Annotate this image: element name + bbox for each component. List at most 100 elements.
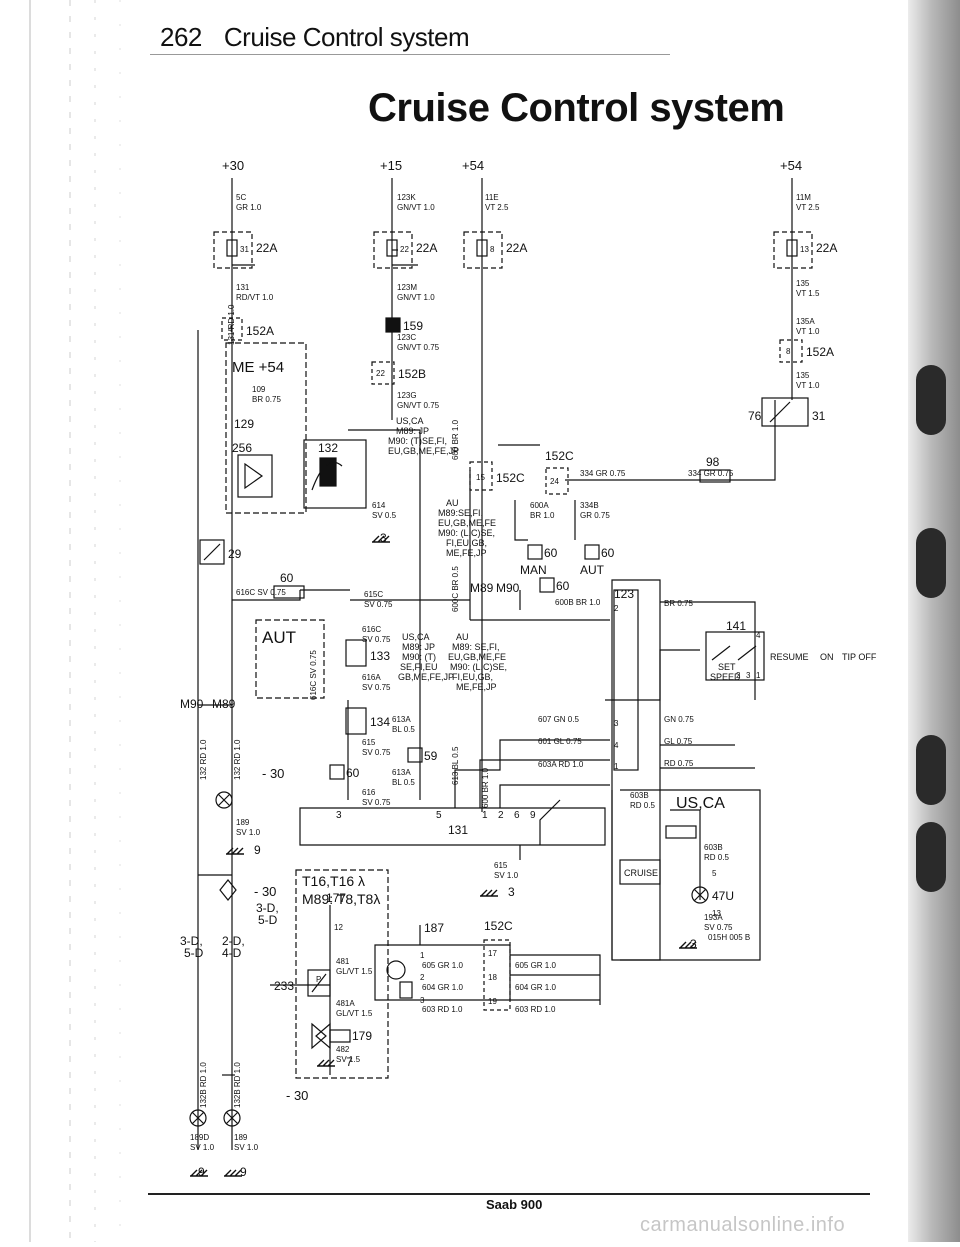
- annotation: AU: [446, 498, 459, 508]
- wire-label: 193A: [704, 913, 723, 922]
- wire-label: 613 BL 0.5: [451, 746, 460, 785]
- annotation: 5-D: [258, 913, 278, 927]
- module-256-block: [237, 454, 273, 498]
- component-label: 76: [748, 409, 762, 423]
- wire-label: 109: [252, 385, 266, 394]
- pin-label: 22: [376, 369, 385, 378]
- wire-label: 481A: [336, 999, 355, 1008]
- left-margin-scan-marks: [29, 0, 121, 1242]
- pin-label: 5: [712, 869, 717, 878]
- wire-label: SV 0.75: [362, 635, 391, 644]
- component-label: 141: [726, 619, 746, 633]
- pin-label: 24: [550, 477, 559, 486]
- wire-label: SV 0.75: [364, 600, 393, 609]
- annotation: 2: [498, 810, 504, 821]
- wire-label: GN/VT 1.0: [397, 293, 435, 302]
- pin-label: 15: [476, 473, 485, 482]
- annotation: P: [316, 975, 321, 984]
- wire-label: VT 1.0: [796, 381, 820, 390]
- component-label: 187: [424, 921, 444, 935]
- wire-label: 131: [236, 283, 250, 292]
- solenoid-icon: [311, 1022, 331, 1050]
- pin-labels: 31 22 8 13 4 8 22 15 24 17 18 19 1 2 3 4…: [228, 245, 809, 1006]
- annotation: 7: [346, 1055, 353, 1069]
- wire-label: VT 2.5: [796, 203, 820, 212]
- diode-icon: [244, 462, 264, 490]
- t16-box: [295, 869, 389, 1079]
- wire-label: 189: [236, 818, 250, 827]
- wire-label: BR 1.0: [530, 511, 555, 520]
- annotation: 9: [530, 810, 536, 821]
- annotation: 3-D,: [256, 901, 279, 915]
- annotation: AU: [456, 632, 469, 642]
- annotation: US,CA: [396, 416, 424, 426]
- wire-label: 605 GR 1.0: [422, 961, 463, 970]
- module-123-block: [613, 589, 639, 771]
- annotation: T16,T16 λ: [302, 873, 365, 889]
- component-label: 256: [232, 441, 252, 455]
- annotation: US,CA: [402, 632, 430, 642]
- switch-icon: [705, 631, 765, 681]
- annotation: 3: [336, 810, 342, 821]
- footer-rule: [148, 1193, 870, 1195]
- wire-label: 189: [234, 1133, 248, 1142]
- wire-label: 615: [494, 861, 508, 870]
- binder-hole: [916, 528, 946, 598]
- annotation: EU,GB,ME,FE: [448, 652, 506, 662]
- wire-label: SV 0.75: [362, 748, 391, 757]
- annotation: M89: [470, 581, 494, 595]
- pin-label: 2: [614, 604, 619, 613]
- annotation: M89:SE,FI,: [438, 508, 483, 518]
- annotation: FI,EU,GB,: [452, 672, 493, 682]
- wire-label: BR 0.75: [252, 395, 281, 404]
- pin-label: 18: [488, 973, 497, 982]
- wire-label: 603A RD 1.0: [538, 760, 584, 769]
- left-margin-scan: [0, 0, 140, 1242]
- component-label: 179: [352, 1029, 372, 1043]
- wire-label: VT 1.5: [796, 289, 820, 298]
- wire-label: 616: [362, 788, 376, 797]
- annotation: 1: [482, 810, 488, 821]
- wire-label: GN 0.75: [664, 715, 694, 724]
- annotation: - 30: [286, 1088, 308, 1103]
- lamp-icon: [215, 791, 233, 809]
- pin-label: 4: [614, 741, 619, 750]
- wire-label: 482: [336, 1045, 350, 1054]
- wire-label: 600A: [530, 501, 549, 510]
- connector-labels: 22A 22A 22A 22A 152A 152A 159 152B 152C …: [246, 241, 837, 933]
- annotation: 3-D,: [180, 934, 203, 948]
- wire-label: 604 GR 1.0: [515, 983, 556, 992]
- connector-label: 22A: [416, 241, 437, 255]
- wire-label: SV 0.75: [704, 923, 733, 932]
- annotation: - 30: [262, 766, 284, 781]
- pin-label: 4: [756, 631, 761, 640]
- pin-label: 19: [488, 997, 497, 1006]
- wire-label: SV 1.0: [190, 1143, 215, 1152]
- wire-label: 615C: [364, 590, 383, 599]
- wire-label: 334 GR 0.75: [580, 469, 626, 478]
- annotation: ON: [820, 652, 834, 662]
- connector-label: 60: [346, 766, 360, 780]
- wire-label: 132 RD 1.0: [233, 739, 242, 780]
- supply-label: +54: [780, 158, 802, 173]
- page-number: 262: [160, 22, 202, 52]
- wire-label: 123M: [397, 283, 417, 292]
- pin-label: 1: [420, 951, 425, 960]
- pin-label: 13: [800, 245, 809, 254]
- annotation: M89: T8,T8λ: [302, 891, 380, 907]
- wire-label: GR 1.0: [236, 203, 262, 212]
- connector-label: 22A: [506, 241, 527, 255]
- wire-label: VT 1.0: [796, 327, 820, 336]
- connector-label: 22A: [816, 241, 837, 255]
- annotation: M89: JP: [402, 642, 435, 652]
- connector-label: 59: [424, 749, 438, 763]
- pin-label: 8: [490, 245, 495, 254]
- wiring-diagram: +30 +15 +54 +54: [180, 158, 877, 1179]
- wire-label: 616A: [362, 673, 381, 682]
- component-label: 132: [318, 441, 338, 455]
- wire-label: 613A: [392, 768, 411, 777]
- annotation: AUT: [580, 563, 605, 577]
- pin-label: 22: [400, 245, 409, 254]
- annotation: ME +54: [232, 359, 284, 376]
- annotation: 9: [240, 1165, 247, 1179]
